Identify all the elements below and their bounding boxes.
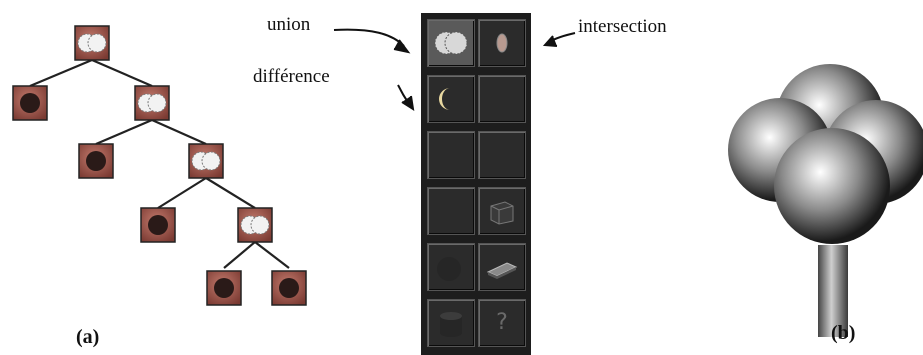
question-icon: ?	[496, 310, 508, 335]
tree-edges	[29, 58, 290, 269]
empty-tool-1[interactable]	[478, 75, 526, 123]
tree-node-union[interactable]	[134, 85, 170, 121]
difference-arrow	[397, 84, 415, 112]
caption-a: (a)	[76, 326, 100, 348]
sphere-icon	[86, 151, 106, 171]
intersection-label: intersection	[578, 16, 667, 37]
sphere-tool[interactable]	[427, 243, 475, 291]
cube-tool[interactable]	[478, 187, 526, 235]
union-icon	[137, 93, 167, 113]
tree-node-primitive[interactable]	[271, 270, 307, 306]
sphere-icon	[214, 278, 234, 298]
union-arrow	[333, 28, 411, 54]
rendered-object	[728, 64, 923, 337]
union-label: union	[267, 14, 311, 35]
union-icon	[240, 215, 270, 235]
difference-label: différence	[253, 66, 330, 87]
union-icon	[191, 151, 221, 171]
tree-node-primitive[interactable]	[78, 143, 114, 179]
intersection-tool[interactable]	[478, 19, 526, 67]
sphere-icon	[148, 215, 168, 235]
tree-node-primitive[interactable]	[206, 270, 242, 306]
empty-tool-4[interactable]	[427, 187, 475, 235]
help-tool[interactable]: ?	[478, 299, 526, 347]
union-icon	[77, 33, 107, 53]
tree-node-union[interactable]	[188, 143, 224, 179]
tree-node-union[interactable]	[74, 25, 110, 61]
sphere-icon	[20, 93, 40, 113]
intersection-arrow	[542, 32, 576, 47]
union-tool[interactable]	[427, 19, 475, 67]
cylinder-tool[interactable]	[427, 299, 475, 347]
empty-tool-3[interactable]	[478, 131, 526, 179]
caption-b: (b)	[831, 322, 856, 344]
slab-tool[interactable]	[478, 243, 526, 291]
tree-node-primitive[interactable]	[140, 207, 176, 243]
tree-node-union[interactable]	[237, 207, 273, 243]
sphere-icon	[279, 278, 299, 298]
difference-tool[interactable]	[427, 75, 475, 123]
tree-node-primitive[interactable]	[12, 85, 48, 121]
operation-palette: ?	[421, 13, 531, 355]
empty-tool-2[interactable]	[427, 131, 475, 179]
